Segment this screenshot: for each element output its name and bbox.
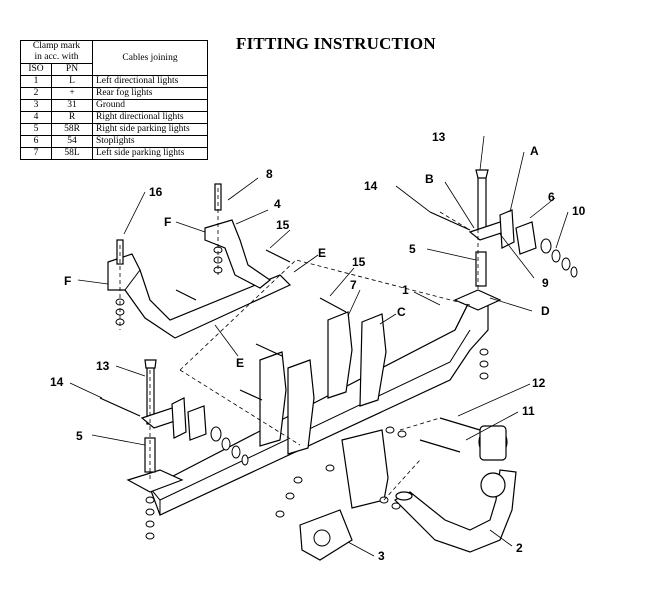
callout-d: D xyxy=(541,304,550,318)
callout-e-lower: E xyxy=(236,356,244,370)
callout-a: A xyxy=(530,144,539,158)
cables-joining-table: Clamp mark in acc. with Cables joining I… xyxy=(20,40,208,160)
callout-11: 11 xyxy=(522,404,535,418)
callout-f-upper: F xyxy=(164,215,171,229)
cables-joining-header: Cables joining xyxy=(92,40,208,76)
washer-stacks xyxy=(115,246,489,540)
leader-lines xyxy=(69,135,569,557)
callout-6: 6 xyxy=(548,190,555,204)
callout-12: 12 xyxy=(532,376,546,390)
callout-8: 8 xyxy=(266,167,273,181)
callout-13-left: 13 xyxy=(96,359,110,373)
bracket-plates-7-c xyxy=(259,311,387,455)
callout-13-right: 13 xyxy=(432,130,446,144)
callout-14-right: 14 xyxy=(364,179,378,193)
callout-c: C xyxy=(397,305,406,319)
left-lower-bolt-assembly xyxy=(140,359,249,473)
callout-e-upper: E xyxy=(318,246,326,260)
callout-10: 10 xyxy=(572,204,586,218)
callout-15-middle: 15 xyxy=(352,255,366,269)
tow-ball-neck xyxy=(394,425,517,553)
left-bracket-f-upper xyxy=(107,219,292,339)
callout-9: 9 xyxy=(542,276,549,290)
callout-7: 7 xyxy=(350,278,357,292)
callout-14-left: 14 xyxy=(50,375,64,389)
callout-3: 3 xyxy=(378,549,385,563)
callout-5-left: 5 xyxy=(76,429,83,443)
callout-b: B xyxy=(425,172,434,186)
crossbar-beam xyxy=(126,289,502,516)
alignment-lines xyxy=(119,180,479,501)
callout-15-left: 15 xyxy=(276,218,290,232)
tow-ball-plate xyxy=(299,429,389,561)
clamp-mark-header: Clamp mark in acc. with xyxy=(20,40,93,64)
page-title: FITTING INSTRUCTION xyxy=(236,34,436,53)
callout-4: 4 xyxy=(274,197,281,211)
callout-1: 1 xyxy=(402,283,409,297)
right-bracket-assembly xyxy=(468,169,578,287)
callout-16: 16 xyxy=(149,185,163,199)
callout-f-lower: F xyxy=(64,274,71,288)
callout-5-right: 5 xyxy=(409,242,416,256)
callout-labels: 13 B A 6 10 9 D 5 1 14 C 7 15 E 15 4 8 1… xyxy=(50,130,586,563)
callout-2: 2 xyxy=(516,541,523,555)
